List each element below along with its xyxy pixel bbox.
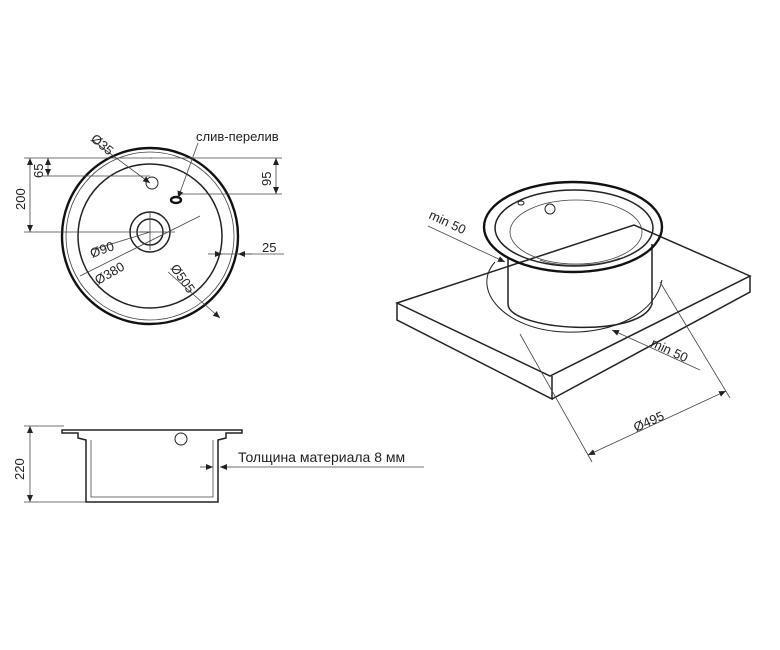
countertop-top — [394, 224, 752, 377]
dim-d35: Ø35 — [88, 131, 116, 158]
dim-min50-bottom: min 50 — [649, 335, 691, 365]
countertop-front-left — [396, 303, 553, 401]
sink-profile — [61, 429, 243, 503]
dim-65: 65 — [31, 164, 46, 178]
dim-min50-top: min 50 — [427, 207, 469, 237]
cutout-edge — [486, 261, 663, 333]
overflow-hole-side — [174, 432, 188, 446]
iso-view: min 50 min 50 Ø495 — [394, 180, 752, 463]
overflow-hole — [145, 176, 159, 190]
rim-inner-circle — [65, 151, 235, 321]
dim-d90: Ø90 — [88, 238, 116, 261]
countertop-front-right — [551, 276, 751, 400]
iso-overflow-hole — [544, 203, 556, 215]
bowl-walls — [507, 244, 653, 329]
thickness-label: Толщина материала 8 мм — [238, 449, 405, 465]
outer-rim-circle — [60, 146, 240, 326]
iso-rim-outer — [482, 180, 664, 274]
dim-d380: Ø380 — [92, 259, 127, 288]
side-view: 220 Толщина материала 8 мм — [12, 425, 424, 503]
iso-bowl-top — [509, 199, 643, 265]
overflow-slot — [169, 195, 183, 205]
dim-220: 220 — [12, 458, 27, 480]
dim-d495: Ø495 — [631, 408, 666, 435]
dim-d505: Ø505 — [168, 261, 199, 296]
bowl-circle — [77, 163, 223, 309]
dim-95: 95 — [259, 172, 274, 186]
dim-200: 200 — [13, 188, 28, 210]
iso-rim-inner — [494, 189, 654, 267]
dim-25: 25 — [262, 240, 276, 255]
top-view: слив-перелив Ø35 65 200 95 Ø90 Ø380 Ø505… — [13, 129, 284, 326]
drain-overflow-label: слив-перелив — [196, 129, 279, 144]
